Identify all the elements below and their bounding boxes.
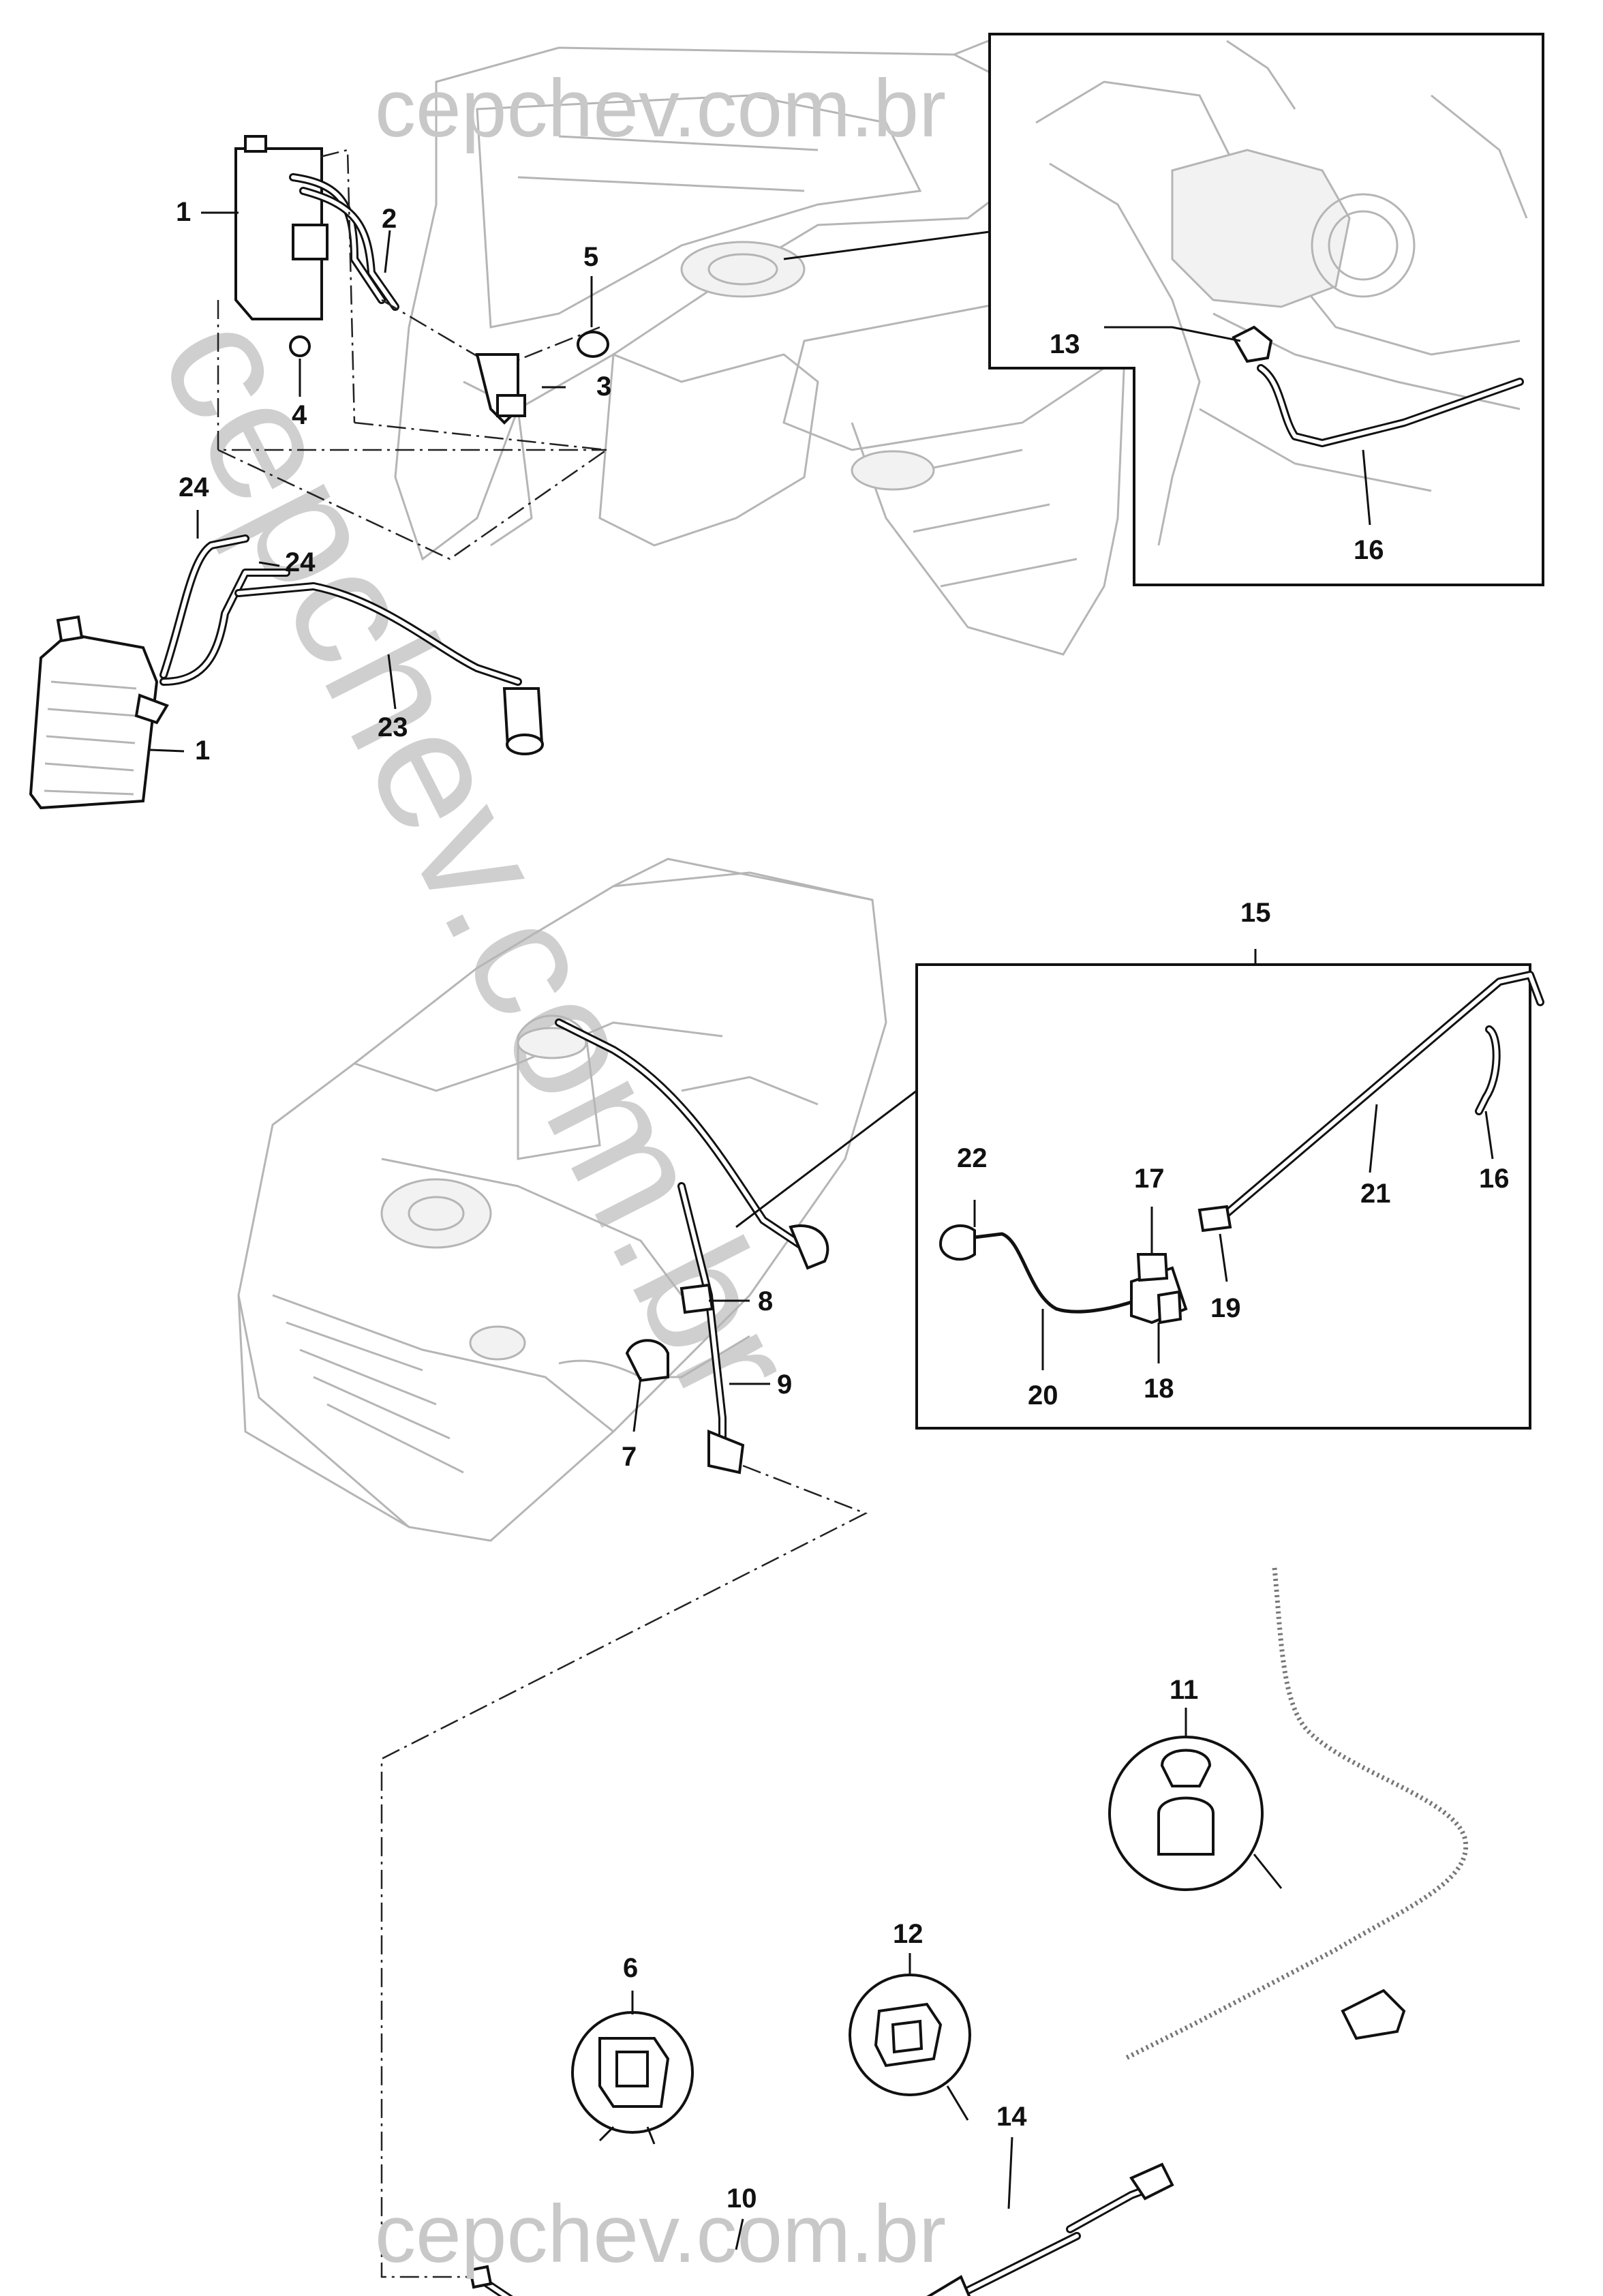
callout-12: 12 (893, 1919, 923, 1949)
callout-10: 10 (727, 2184, 757, 2214)
washer-line-lower (468, 1567, 1469, 2296)
callout-22: 22 (957, 1143, 988, 1173)
callout-11: 11 (1170, 1675, 1198, 1705)
callout-19: 19 (1210, 1293, 1241, 1323)
callout-23: 23 (378, 712, 408, 742)
callout-18: 18 (1144, 1374, 1174, 1404)
callout-3: 3 (596, 372, 611, 402)
detail-clip-11 (1108, 1708, 1283, 1891)
callout-16-top: 16 (1354, 535, 1384, 565)
callout-8: 8 (758, 1286, 773, 1316)
callout-labels: 1 2 5 3 4 24 24 23 1 13 16 15 22 17 21 1… (176, 197, 1510, 2214)
callout-14: 14 (996, 2102, 1027, 2132)
callout-13: 13 (1050, 329, 1080, 359)
callout-6: 6 (623, 1953, 638, 1983)
inset-washer-pump (915, 949, 1544, 1430)
engine-bay-middle (237, 858, 887, 1542)
callout-20: 20 (1028, 1380, 1058, 1410)
callout-17: 17 (1134, 1164, 1165, 1194)
callout-24-left: 24 (179, 472, 209, 502)
hose-assembly-middle (380, 1018, 868, 2278)
callout-5: 5 (583, 242, 598, 272)
callout-16-right: 16 (1479, 1164, 1510, 1194)
callout-2: 2 (382, 204, 397, 234)
callout-24-right: 24 (285, 547, 316, 577)
callout-15: 15 (1240, 898, 1271, 928)
detail-clip-6 (571, 1991, 694, 2145)
callout-9: 9 (777, 1370, 792, 1400)
callout-21: 21 (1360, 1179, 1391, 1209)
callout-1-lower: 1 (195, 736, 210, 766)
engine-bay-top (394, 40, 1126, 656)
leader-to-middle-inset (735, 1089, 917, 1228)
callout-leaders (149, 211, 1013, 2250)
washer-reservoir-lower (29, 534, 544, 810)
watermark-top: cepchev.com.br (375, 63, 946, 154)
washer-reservoir-upper (217, 135, 609, 451)
callout-7: 7 (622, 1442, 637, 1472)
dash-reservoir-link (217, 449, 607, 560)
inset-throttle-body (988, 33, 1544, 586)
callout-4: 4 (292, 400, 307, 430)
watermark-bottom: cepchev.com.br (375, 2188, 946, 2280)
callout-1-upper: 1 (176, 197, 191, 227)
detail-clip-12 (849, 1953, 971, 2121)
leader-to-top-inset (783, 230, 990, 260)
